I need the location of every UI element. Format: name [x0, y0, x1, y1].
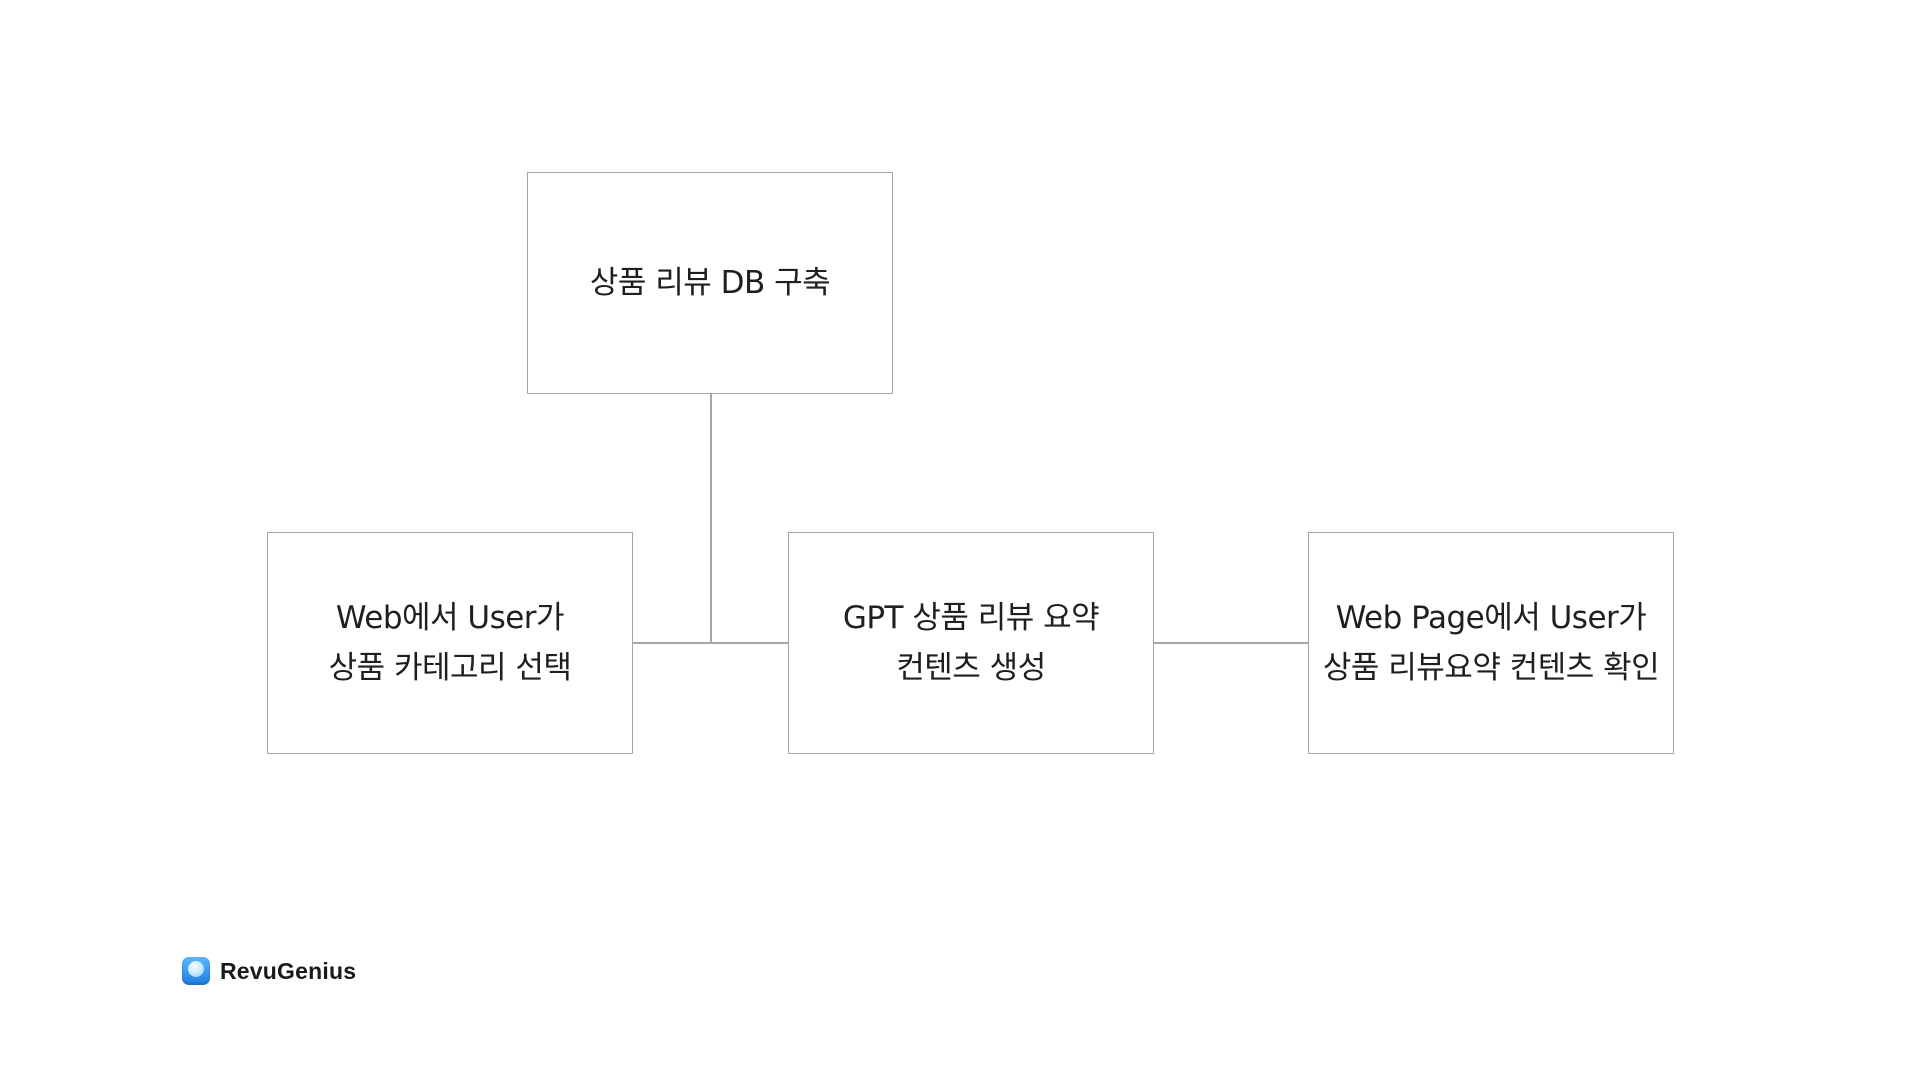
node-gpt-summary-line-2: 컨텐츠 생성	[896, 650, 1046, 686]
node-category-select-line-2: 상품 카테고리 선택	[328, 650, 572, 686]
brand-name: RevuGenius	[220, 957, 357, 984]
node-review-db: 상품 리뷰 DB 구축	[527, 172, 893, 394]
app-logo-icon	[182, 957, 210, 985]
node-category-select: Web에서 User가 상품 카테고리 선택	[267, 532, 633, 754]
connector-db-to-flow	[710, 394, 712, 643]
connector-gpt-to-confirm	[1154, 642, 1308, 644]
node-gpt-summary-line-1: GPT 상품 리뷰 요약	[842, 600, 1100, 636]
node-user-confirm-line-1: Web Page에서 User가	[1335, 600, 1647, 636]
node-category-select-line-1: Web에서 User가	[335, 600, 565, 636]
connector-select-to-gpt	[633, 642, 788, 644]
brand: RevuGenius	[182, 957, 356, 985]
node-review-db-label: 상품 리뷰 DB 구축	[589, 265, 831, 301]
node-user-confirm: Web Page에서 User가 상품 리뷰요약 컨텐츠 확인	[1308, 532, 1674, 754]
node-gpt-summary: GPT 상품 리뷰 요약 컨텐츠 생성	[788, 532, 1154, 754]
node-user-confirm-line-2: 상품 리뷰요약 컨텐츠 확인	[1322, 650, 1660, 686]
